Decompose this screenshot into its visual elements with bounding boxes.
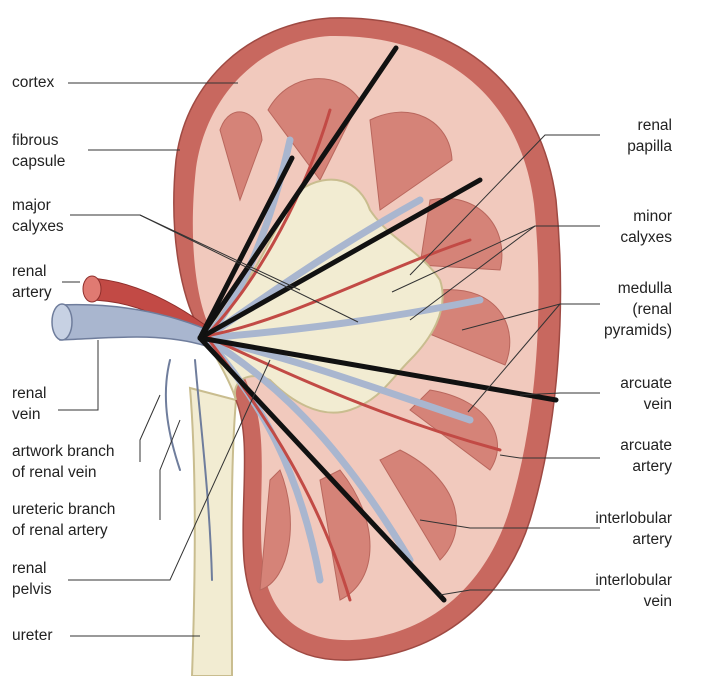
section-lines — [197, 45, 559, 603]
label-fibrous-capsule: fibrous capsule — [12, 132, 66, 170]
renal-vein-shape — [59, 303, 209, 347]
label-major-calyxes: major calyxes — [12, 197, 64, 235]
label-renal-papilla: renal papilla — [627, 117, 672, 155]
label-renal-vein: renal vein — [12, 385, 47, 423]
label-ureter: ureter — [12, 627, 53, 644]
label-cortex: cortex — [12, 74, 55, 91]
ureter-tube — [188, 386, 238, 676]
leader-lines — [58, 82, 600, 637]
label-interlobular-artery: interlobular artery — [595, 510, 672, 548]
label-renal-artery: renal artery — [12, 263, 52, 301]
label-ureteric-branch: ureteric branch of renal artery — [12, 501, 116, 539]
label-renal-pelvis: renal pelvis — [12, 560, 52, 598]
renal-vein-opening — [51, 303, 73, 341]
label-arcuate-artery: arcuate artery — [620, 437, 672, 475]
label-arcuate-vein: arcuate vein — [620, 375, 672, 413]
label-minor-calyxes: minor calyxes — [620, 208, 672, 246]
label-medulla: medulla (renal pyramids) — [603, 280, 672, 339]
label-interlobular-vein: interlobular vein — [595, 572, 672, 610]
label-artwork-branch: artwork branch of renal vein — [12, 443, 115, 481]
renal-artery-opening — [82, 275, 102, 303]
